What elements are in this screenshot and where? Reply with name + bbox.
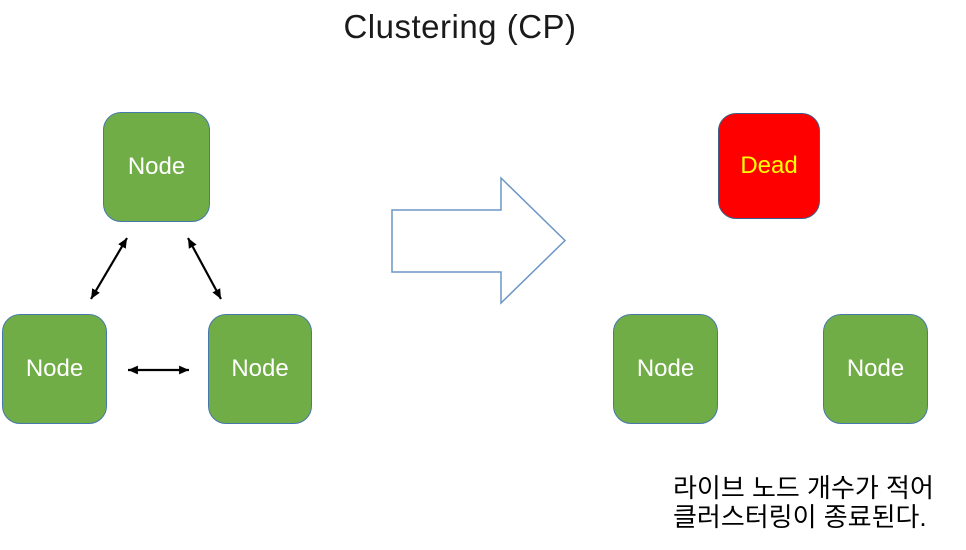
caption-text: 라이브 노드 개수가 적어 클러스터링이 종료된다. xyxy=(673,474,934,532)
node-box-top-left: Node xyxy=(103,112,210,222)
node-box-bottom-mid: Node xyxy=(208,314,312,424)
node-box-bottom-left: Node xyxy=(2,314,107,424)
node-label: Node xyxy=(636,355,695,382)
dead-node-label: Dead xyxy=(740,152,798,179)
caption-line-1: 라이브 노드 개수가 적어 xyxy=(673,473,934,503)
node-label: Node xyxy=(231,355,289,382)
slide-title: Clustering (CP) xyxy=(343,8,577,45)
node-box-right-1: Node xyxy=(613,314,718,424)
dead-node-box: Dead xyxy=(718,113,820,219)
node-box-right-2: Node xyxy=(823,314,928,424)
node-label: Node xyxy=(25,355,84,382)
node-label: Node xyxy=(846,355,905,382)
caption-line-2: 클러스터링이 종료된다. xyxy=(673,502,927,532)
bidirectional-arrow-top-to-bottommid xyxy=(187,237,222,300)
bidirectional-arrow-top-to-bottomleft xyxy=(90,237,128,300)
node-label: Node xyxy=(127,153,186,180)
transition-arrow-icon xyxy=(391,176,567,305)
